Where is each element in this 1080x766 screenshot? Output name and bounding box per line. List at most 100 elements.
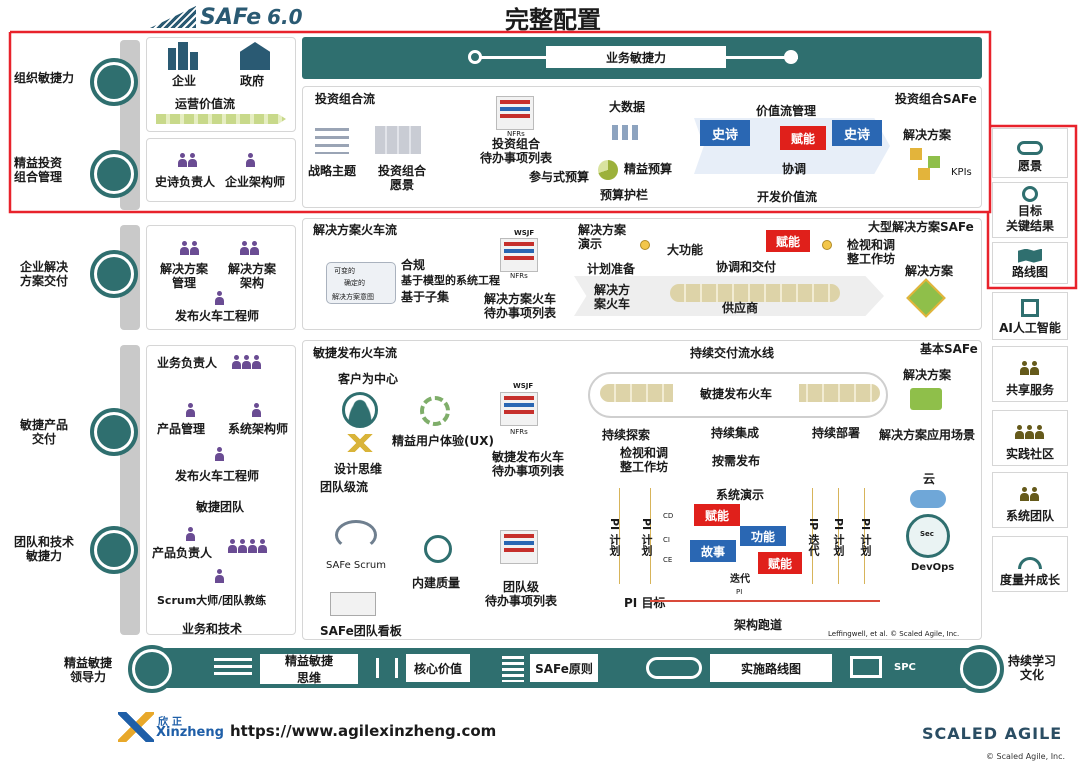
label-agile-product: 敏捷产品 交付 [20,418,69,447]
participatory-budget: 参与式预算 [529,170,590,184]
art-backlog-icon [500,392,538,426]
system-demo: 系统演示 [716,488,765,502]
story: 故事 [690,540,736,562]
team-backlog-icon [500,530,538,564]
team-tech-icon [90,526,138,574]
solution-backlog-icon [500,238,538,272]
roles-art-panel [146,345,296,635]
role-epic-owner: 史诗负责人 [155,175,216,189]
built-in-quality: 内建质量 [412,576,461,590]
continuous-integration: 持续集成 [711,426,760,440]
role-biz-tech: 业务和技术 [182,622,243,636]
label-lean-portfolio: 精益投资 组合管理 [14,156,63,185]
pi-plan-1: PI 计划 [608,518,621,556]
logo-cn: 欣正 [158,717,186,728]
essential-safe-label: 基本SAFe [920,342,978,356]
guardrails: 预算护栏 [600,188,649,202]
solution-train-rail [670,284,840,302]
role-solution-arch: 解决方案 架构 [228,262,277,291]
solution-cubes-icon [910,148,944,180]
role-rte: 发布火车工程师 [175,469,260,483]
role-government: 政府 [240,74,265,88]
solution-mgmt-people-icon [180,240,200,259]
sec-tag: Sec [920,530,934,538]
label-enterprise-solution: 企业解决 方案交付 [20,260,69,289]
portfolio-backlog-icon [496,96,534,130]
cop-people-icon [1015,424,1045,443]
ops-value-stream-arrow [156,114,286,124]
solution-xl-icon [90,250,138,298]
role-ste: 发布火车工程师 [175,309,260,323]
logo-en: Xinzheng [156,725,224,740]
system-arch-person-icon [252,402,262,421]
label-org-agility: 组织敏捷力 [14,71,75,85]
lean-budget: 精益预算 [624,162,673,176]
essential-copyright: Leffingwell, et al. © Scaled Agile, Inc. [828,630,960,638]
roles-solution-panel [146,225,296,330]
sidebar-measure-grow[interactable]: 度量并成长 [992,536,1068,592]
sidebar-cop[interactable]: 实践社区 [992,410,1068,466]
ip-iteration: IP 迭代 [807,518,820,556]
solution-pin-2 [822,240,832,250]
sidebar-vision[interactable]: 愿景 [992,128,1068,178]
arch-runway: 架构跑道 [734,618,783,632]
sidebar-okr[interactable]: 目标 关键结果 [992,182,1068,238]
built-in-quality-icon [424,535,452,563]
org-agility-icon [90,58,138,106]
principles-stack-icon [502,656,524,682]
cd-pipeline: 持续交付流水线 [690,346,775,360]
devops: DevOps [911,562,955,573]
role-business-owner: 业务负责人 [157,356,218,370]
sidebar-ai[interactable]: AI人工智能 [992,292,1068,340]
art-backlog: 敏捷发布火车 待办事项列表 [492,450,565,479]
lean-portfolio-icon [90,150,138,198]
learning-culture-icon [956,645,1004,693]
large-solution-solution: 解决方案 [905,264,954,278]
cloud-icon [910,490,946,508]
sidebar-roadmap[interactable]: 路线图 [992,242,1068,284]
xinzheng-logo-icon [118,712,154,742]
value-stream-mgmt: 价值流管理 [756,104,817,118]
map-icon [1018,248,1042,263]
shared-services-people-icon [1020,360,1040,379]
role-product-mgmt: 产品管理 [157,422,206,436]
sidebar-system-team[interactable]: 系统团队 [992,472,1068,528]
feature: 功能 [740,526,786,546]
team-backlog: 团队级 待办事项列表 [485,580,558,609]
customer-centric: 客户为中心 [338,372,399,386]
enterprise-architect-person-icon [246,152,256,171]
solution-intent-stack-icon [326,262,396,304]
portfolio-safe-label: 投资组合SAFe [895,92,977,106]
role-system-arch: 系统架构师 [228,422,289,436]
portfolio-epic-1: 史诗 [700,120,750,146]
safe-principles: SAFe原则 [530,654,598,682]
ops-value-stream: 运营价值流 [175,97,236,111]
essential-solution-icon [910,388,942,410]
scrum-master-person-icon [215,568,225,587]
page-title: 完整配置 [505,6,601,34]
website-url[interactable]: https://www.agilexinzheng.com [230,722,497,740]
portfolio-nfrs-tag: NFRs [507,130,525,138]
lean-ux: 精益用户体验(UX) [392,434,494,448]
pi-line-5 [864,488,865,584]
solution-inspect-adapt: 检视和调 整工作坊 [847,238,896,267]
cloud: 云 [923,472,936,486]
big-data-chart-icon [612,118,646,140]
continuous-exploration: 持续探索 [602,428,651,442]
tag-solution-intent: 解决方案意图 [332,293,374,301]
role-scrum-master: Scrum大师/团队教练 [157,594,267,607]
ste-person-icon [215,290,225,309]
rte-person-icon [215,446,225,465]
pi-line-4 [838,488,839,584]
product-mgmt-person-icon [186,402,196,421]
art-enabler-1: 赋能 [694,504,740,526]
scaled-agile-copyright: © Scaled Agile, Inc. [986,752,1066,761]
art-enabler-2: 赋能 [758,552,802,574]
solution-train-backlog: 解决方案火车 待办事项列表 [484,292,557,321]
design-thinking-diamonds-icon [336,434,384,452]
banner-end-check-icon [784,50,798,64]
ai-chip-icon [1021,298,1039,317]
sidebar-shared-services[interactable]: 共享服务 [992,346,1068,402]
agile-team-people-icon [228,538,268,557]
